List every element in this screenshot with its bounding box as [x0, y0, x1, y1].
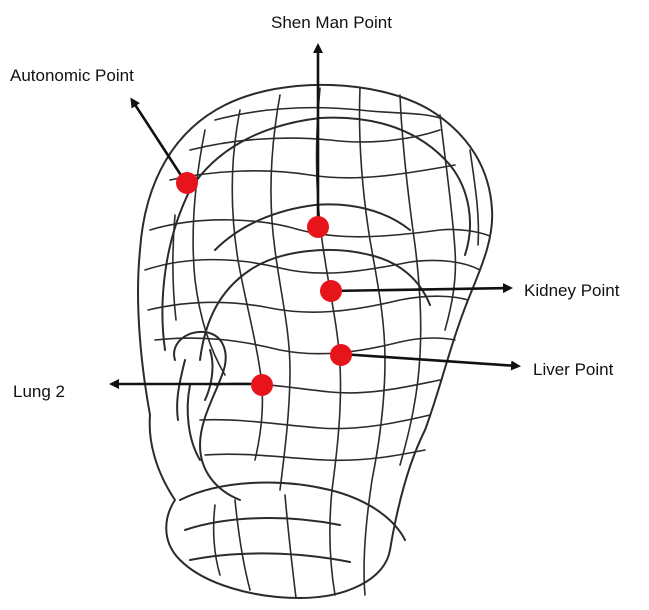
shen-man-point-marker	[307, 216, 329, 238]
autonomic-point-marker	[176, 172, 198, 194]
pointer-arrows	[112, 46, 518, 384]
kidney-point-marker	[320, 280, 342, 302]
autonomic-label: Autonomic Point	[10, 67, 134, 84]
liver-arrow	[341, 354, 518, 366]
liver-label: Liver Point	[533, 361, 613, 378]
shen-man-label: Shen Man Point	[271, 14, 392, 31]
lung2-point-marker	[251, 374, 273, 396]
kidney-arrow	[330, 288, 510, 291]
kidney-label: Kidney Point	[524, 282, 619, 299]
acupoints	[176, 172, 352, 396]
liver-point-marker	[330, 344, 352, 366]
lung2-label: Lung 2	[13, 383, 65, 400]
ear-outline	[138, 85, 492, 598]
